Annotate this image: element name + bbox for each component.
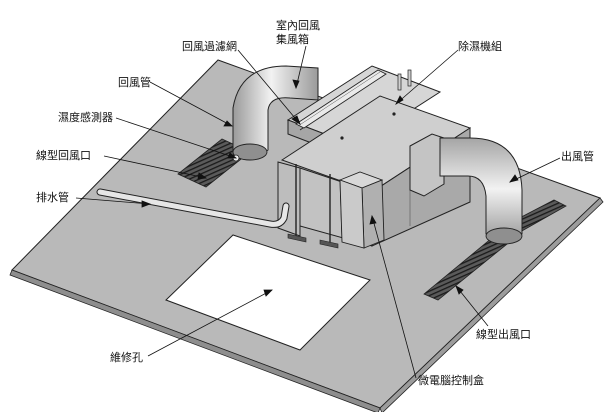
unit-return-end — [277, 161, 339, 249]
return-air-filter — [295, 69, 387, 129]
label-return-duct: 回風管 — [118, 76, 151, 89]
leader-lines — [75, 45, 561, 379]
label-humidity-sensor: 濕度感測器 — [58, 111, 113, 124]
label-access-hole: 維修孔 — [110, 351, 143, 364]
label-return-filter: 回風過濾網 — [182, 40, 237, 53]
label-control-box: 微電腦控制盒 — [418, 374, 484, 387]
label-return-plenum-line1: 室內回風 — [276, 19, 320, 32]
label-drain-pipe: 排水管 — [36, 191, 69, 204]
control-box — [338, 171, 385, 249]
label-linear-return-grille: 線型回風口 — [36, 149, 91, 162]
supply-duct — [409, 133, 523, 245]
label-return-plenum-line2: 集風箱 — [276, 33, 309, 46]
drain-pipe — [96, 188, 290, 228]
label-linear-supply-grille: 線型出風口 — [476, 328, 531, 341]
return-duct — [232, 65, 319, 161]
label-supply-duct: 出風管 — [561, 150, 594, 163]
label-dehumidifier-unit: 除濕機組 — [458, 40, 502, 53]
